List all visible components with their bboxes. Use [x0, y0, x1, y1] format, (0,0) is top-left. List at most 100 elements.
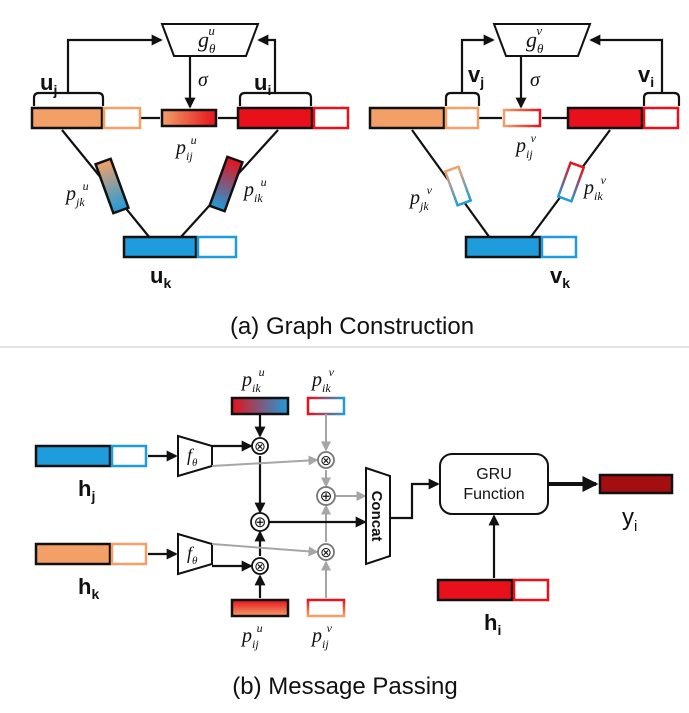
h-i-feature-block: [436, 578, 514, 602]
p-jk-v-label: pjkv: [408, 183, 433, 213]
p-ij-v-block: [502, 108, 542, 128]
h-j-label: hj: [78, 476, 95, 504]
node-u-i: [236, 106, 350, 130]
p-ik-u-label: piku: [242, 175, 267, 205]
p-ij-v-label-b: pijv: [310, 621, 333, 651]
h-k-hidden-block: [110, 542, 148, 566]
v-i-bracket: [642, 91, 681, 106]
concat-box: [365, 466, 391, 566]
v-i-label: vi: [638, 62, 654, 90]
p-ij-v-block-b: [306, 598, 346, 618]
oplus-v: ⊕: [316, 486, 336, 506]
g-theta-u-box: [160, 23, 260, 57]
v-i-hidden-block: [642, 106, 680, 130]
v-k-hidden-block: [540, 235, 578, 259]
otimes-v-bottom: ⊗: [317, 543, 335, 561]
caption-graph-construction: (a) Graph Construction: [230, 313, 474, 340]
oplus-u: ⊕: [250, 512, 270, 532]
gru-label-line1: GRU: [476, 466, 512, 483]
y-i-label: yi: [622, 504, 637, 535]
arrow-f-k-to-otimes-v: [211, 543, 319, 557]
svg-text:⊕: ⊕: [254, 514, 267, 531]
p-jk-v-block: [443, 165, 473, 207]
p-ik-v-block: [556, 161, 586, 203]
arrow-ui-to-g-u: [257, 34, 277, 93]
v-j-bracket: [444, 91, 481, 106]
g-theta-v-box: [492, 23, 592, 57]
node-h-k: hk: [34, 542, 148, 602]
panel-a-graph-construction: piju pjku piku gθu σ uj: [30, 23, 681, 340]
node-v-i: [566, 106, 680, 130]
p-ik-u-label-b: piku: [240, 365, 265, 395]
sigma-v-label: σ: [530, 69, 541, 91]
f-theta-box-k: [177, 532, 213, 576]
u-k-label: uk: [150, 263, 171, 291]
p-ik-u-block: [207, 155, 245, 213]
gru-label-line2: Function: [463, 486, 524, 503]
arrow-uj-to-g-u: [66, 34, 163, 93]
h-j-hidden-block: [110, 444, 148, 468]
p-ij-u-label: piju: [174, 133, 197, 163]
sigma-u-label: σ: [198, 69, 209, 91]
v-graph: pijv pjkv pikv gθv σ vj vi vk: [368, 23, 681, 291]
p-ik-u-block-b: [230, 396, 290, 416]
p-ik-v-block-b: [306, 396, 346, 416]
node-h-j: hj: [34, 444, 148, 504]
h-i-label: hi: [484, 610, 501, 638]
y-i-block: [598, 473, 674, 495]
otimes-u-bottom: ⊗: [251, 557, 269, 575]
otimes-v-top: ⊗: [317, 451, 335, 469]
u-i-label: ui: [254, 70, 271, 98]
arrow-f-j-to-otimes-v: [211, 455, 319, 467]
h-k-label: hk: [78, 574, 99, 602]
concat-label: Concat: [368, 491, 385, 542]
p-ik-v-label-b: pikv: [310, 365, 335, 395]
p-ik-v-label: pikv: [582, 173, 607, 203]
u-graph: piju pjku piku gθu σ uj: [30, 23, 350, 291]
arrow-vi-to-g-v: [589, 34, 664, 93]
u-i-hidden-block: [312, 106, 350, 130]
p-ij-u-block-b: [230, 598, 290, 618]
panel-b-message-passing: piku pikv piju pijv hj hk fθ fθ: [34, 365, 674, 700]
u-k-feature-block: [122, 235, 198, 259]
v-k-feature-block: [464, 235, 542, 259]
v-i-feature-block: [566, 106, 644, 130]
h-j-feature-block: [34, 444, 112, 468]
g-theta-v-label: gθv: [526, 23, 544, 56]
v-j-hidden-block: [444, 106, 480, 130]
node-u-k: [122, 235, 238, 259]
u-i-feature-block: [236, 106, 314, 130]
node-v-k: [464, 235, 578, 259]
p-ij-u-label-b: piju: [240, 621, 263, 651]
arrow-vj-to-g-v: [460, 34, 495, 93]
svg-text:⊗: ⊗: [320, 544, 332, 560]
f-theta-label-j: fθ: [187, 445, 198, 469]
caption-message-passing: (b) Message Passing: [232, 673, 457, 700]
u-k-hidden-block: [196, 235, 238, 259]
v-j-feature-block: [368, 106, 446, 130]
h-i-hidden-block: [512, 578, 550, 602]
node-u-j: [30, 106, 142, 130]
svg-text:⊕: ⊕: [320, 488, 333, 505]
node-h-i: hi: [436, 578, 550, 638]
u-j-label: uj: [40, 70, 57, 98]
f-theta-box-j: [177, 434, 213, 478]
g-theta-u-label: gθu: [198, 23, 216, 56]
v-j-label: vj: [468, 62, 484, 90]
node-v-j: [368, 106, 480, 130]
gru-function-box: [439, 453, 549, 515]
v-k-label: vk: [550, 263, 570, 291]
otimes-u-top: ⊗: [251, 437, 269, 455]
p-jk-u-label: pjku: [64, 179, 89, 209]
arrow-concat-to-gru: [390, 478, 440, 520]
p-ij-v-label: pijv: [514, 131, 537, 161]
u-j-feature-block: [30, 106, 104, 130]
p-jk-u-block: [93, 157, 131, 215]
u-j-hidden-block: [102, 106, 142, 130]
u-i-bracket: [238, 91, 313, 106]
svg-text:⊗: ⊗: [254, 438, 266, 454]
p-ij-u-block: [160, 108, 218, 128]
svg-text:⊗: ⊗: [320, 452, 332, 468]
f-theta-label-k: fθ: [187, 543, 198, 567]
